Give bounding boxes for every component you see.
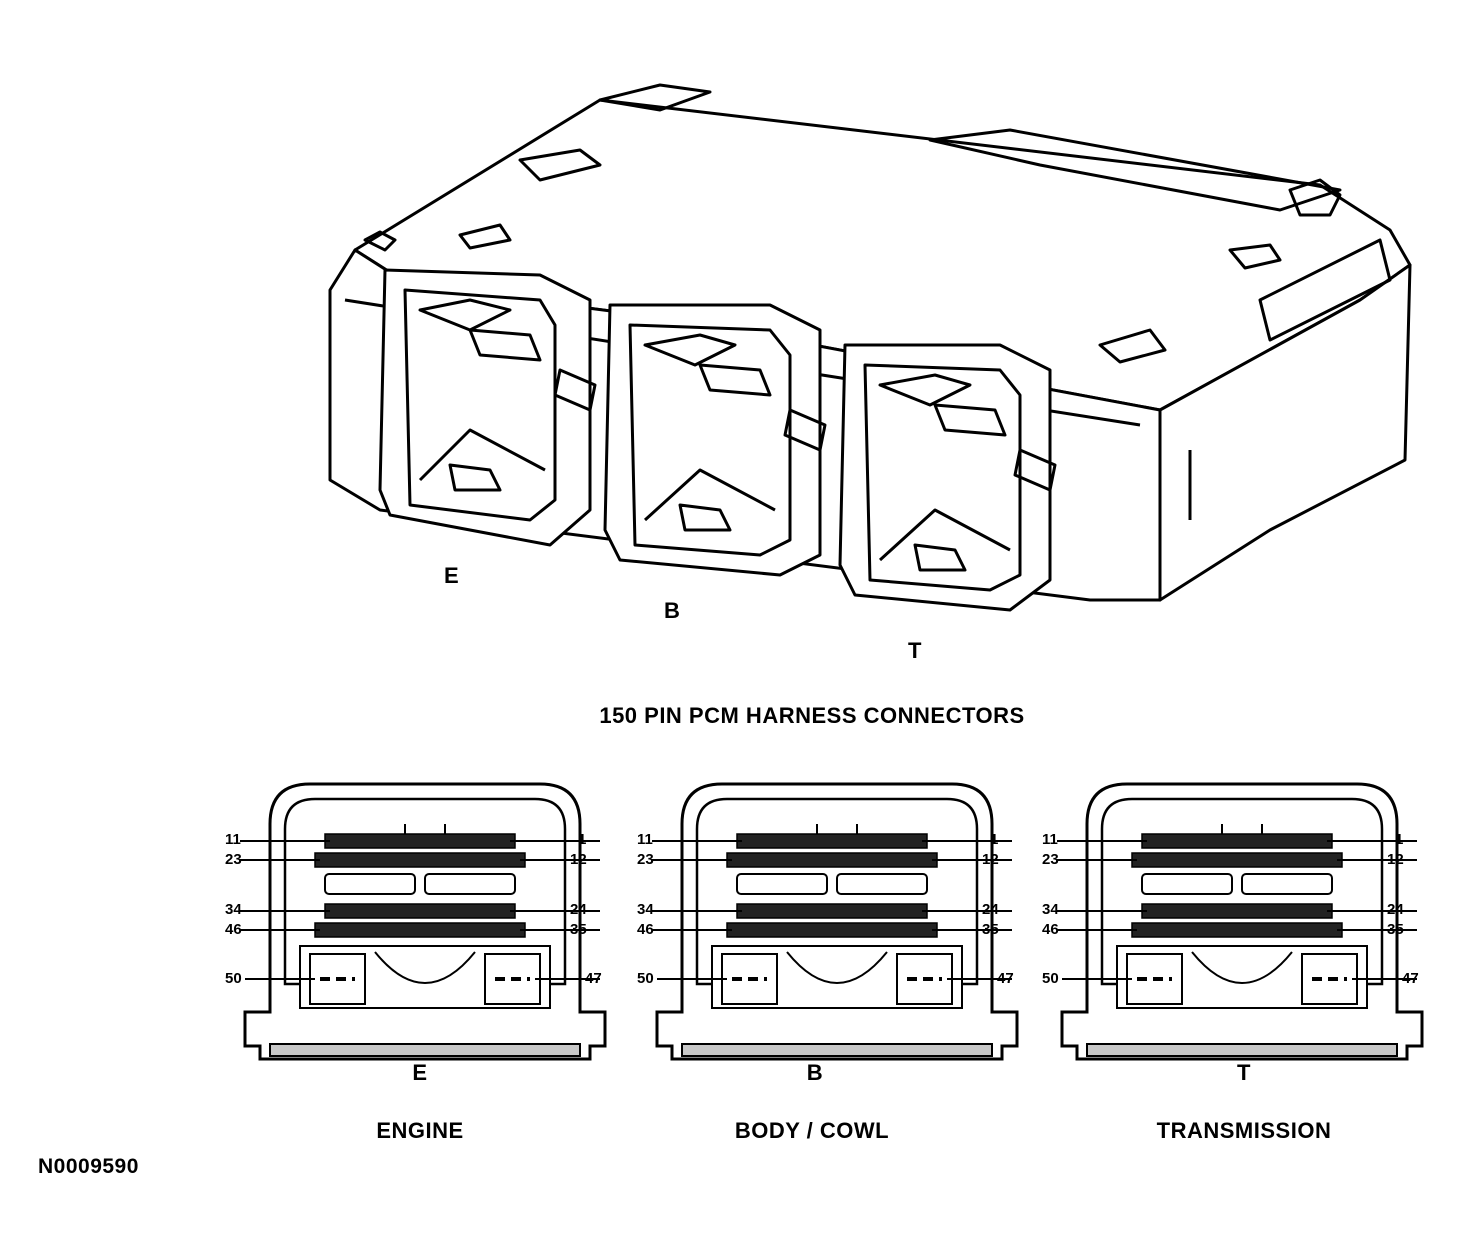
connector-face-body: [650, 782, 1019, 1061]
connector-name-body-cowl: BODY / COWL: [734, 1118, 890, 1143]
pin-label-11: 11: [1042, 831, 1058, 848]
pin-label-50: 50: [1042, 970, 1059, 987]
module-side-face: [1158, 263, 1412, 602]
diagram-title: 150 PIN PCM HARNESS CONNECTORS: [599, 703, 1025, 728]
connector-letter-t: T: [1237, 1060, 1251, 1085]
module-label-b: B: [664, 598, 681, 623]
pin-label-11: 11: [637, 831, 653, 848]
connector-t-3d: [838, 343, 1057, 612]
pin-label-24: 24: [570, 901, 587, 918]
pin-label-34: 34: [225, 901, 242, 918]
pin-label-50: 50: [225, 970, 242, 987]
pin-label-35: 35: [570, 921, 587, 938]
connector-letter-e: E: [412, 1060, 428, 1085]
pin-label-46: 46: [1042, 921, 1059, 938]
pin-label-23: 23: [637, 851, 654, 868]
pin-label-47: 47: [1402, 970, 1419, 987]
connector-letter-b: B: [806, 1060, 824, 1085]
pin-label-34: 34: [637, 901, 654, 918]
pin-label-46: 46: [637, 921, 654, 938]
connector-e-3d: [378, 268, 597, 547]
pin-label-11: 11: [225, 831, 241, 848]
pin-label-23: 23: [225, 851, 242, 868]
pin-label-12: 12: [570, 851, 587, 868]
pin-label-34: 34: [1042, 901, 1059, 918]
pin-label-23: 23: [1042, 851, 1059, 868]
module-label-e: E: [444, 563, 460, 588]
pin-label-1: 1: [990, 831, 999, 848]
pin-label-12: 12: [982, 851, 999, 868]
pin-label-46: 46: [225, 921, 242, 938]
pin-label-12: 12: [1387, 851, 1404, 868]
connector-face-engine: [238, 782, 607, 1061]
connector-name-engine: ENGINE: [376, 1118, 464, 1143]
connector-b-3d: [603, 303, 827, 577]
module-label-t: T: [908, 638, 922, 663]
pin-label-47: 47: [585, 970, 602, 987]
pin-label-1: 1: [578, 831, 587, 848]
pin-label-1: 1: [1395, 831, 1404, 848]
connector-face-transmission: [1055, 782, 1424, 1061]
pin-label-50: 50: [637, 970, 654, 987]
pin-label-24: 24: [1387, 901, 1404, 918]
pin-label-47: 47: [997, 970, 1014, 987]
pin-label-35: 35: [982, 921, 999, 938]
pin-label-24: 24: [982, 901, 999, 918]
pin-label-35: 35: [1387, 921, 1404, 938]
figure-id: N0009590: [38, 1155, 139, 1178]
connector-name-transmission: TRANSMISSION: [1156, 1118, 1332, 1143]
